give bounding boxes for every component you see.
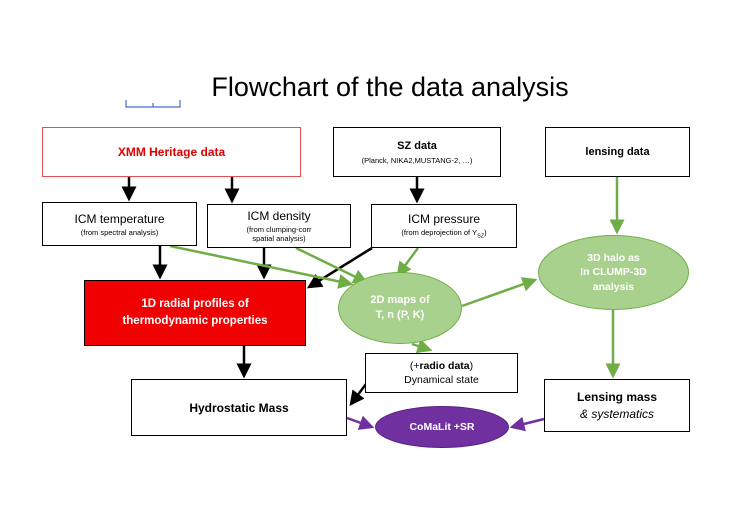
arrow-2dmaps-to-radio (411, 338, 433, 354)
node-label-line1: 3D halo as (587, 252, 640, 265)
arrow-temperature-to-2dmaps (169, 244, 354, 289)
label-suffix: ) (469, 359, 474, 372)
node-sublabel: (from deprojection of YSZ) (401, 228, 486, 240)
node-label-line1: 2D maps of (370, 293, 430, 306)
node-label: Hydrostatic Mass (189, 400, 289, 415)
node-label-line1: (+radio data) (410, 359, 473, 373)
arrow-2dmaps-to-3dhalo (461, 277, 538, 308)
node-icm-pressure: ICM pressure (from deprojection of YSZ) (371, 204, 517, 248)
node-label: ICM temperature (74, 211, 165, 226)
sublabel-text: (from deprojection of Y (401, 228, 478, 238)
bracket-decoration (125, 100, 181, 108)
node-label: SZ data (397, 139, 437, 152)
label-prefix: (+ (409, 359, 420, 372)
node-label: ICM pressure (407, 212, 481, 227)
node-lensing-mass: Lensing mass & systematics (544, 379, 690, 432)
node-comalit: CoMaLit +SR (375, 406, 509, 448)
node-lensing-data: lensing data (545, 127, 690, 177)
sublabel-subscript: SZ (477, 233, 485, 240)
node-label-line1: 1D radial profiles of (141, 298, 249, 311)
node-label-line2: & systematics (579, 406, 654, 421)
node-2d-maps: 2D maps of T, n (P, K) (338, 272, 462, 344)
node-sublabel: (from spectral analysis) (80, 227, 159, 237)
node-sublabel: (Planck, NIKA2,MUSTANG-2, …) (361, 155, 473, 165)
node-xmm-heritage-data: XMM Heritage data (42, 127, 301, 177)
node-sublabel: (from clumping-corr (246, 225, 312, 234)
node-label: XMM Heritage data (117, 145, 226, 159)
node-label-line2: Dynamical state (404, 374, 479, 386)
node-label: ICM density (247, 209, 311, 223)
node-label-line2: T, n (P, K) (375, 309, 425, 321)
node-sublabel-2: spatial analysis) (252, 234, 306, 243)
page-title: Flowchart of the data analysis (211, 72, 569, 102)
node-hydrostatic-mass: Hydrostatic Mass (131, 379, 347, 436)
node-label-line2: In CLUMP-3D (580, 266, 647, 279)
label-bold: radio data (419, 359, 470, 372)
node-label-line1: Lensing mass (576, 390, 658, 405)
node-label-line3: analysis (592, 280, 635, 293)
node-label-line2: thermodynamic properties (122, 315, 268, 327)
sublabel-end: ) (484, 228, 487, 238)
node-label: lensing data (585, 146, 650, 158)
arrow-lensingmass-to-comalit (509, 416, 545, 432)
node-icm-temperature: ICM temperature (from spectral analysis) (42, 202, 197, 246)
node-sz-data: SZ data (Planck, NIKA2,MUSTANG-2, …) (333, 127, 501, 177)
node-label: CoMaLit +SR (409, 421, 475, 433)
arrow-radio-to-hydrostatic (349, 383, 367, 406)
node-radial-profiles: 1D radial profiles of thermodynamic prop… (84, 280, 306, 346)
arrow-density-to-2dmaps (295, 246, 369, 284)
arrow-hydrostatic-to-comalit (346, 415, 375, 430)
node-radio-data: (+radio data) Dynamical state (365, 353, 518, 393)
arrow-pressure-to-2dmaps (396, 247, 420, 278)
node-icm-density: ICM density (from clumping-corr spatial … (207, 204, 351, 248)
node-3d-halo: 3D halo as In CLUMP-3D analysis (538, 235, 689, 310)
